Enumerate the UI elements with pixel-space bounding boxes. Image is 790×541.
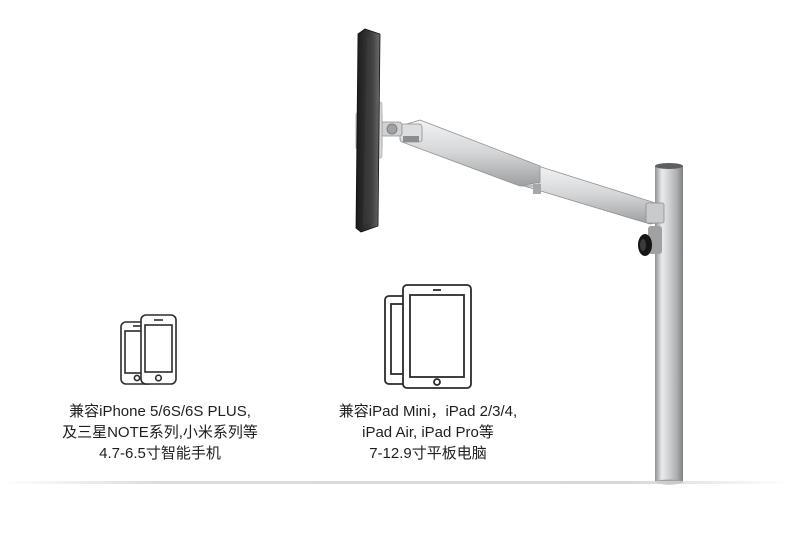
upper-arm <box>399 119 541 187</box>
tablet-compatibility-caption: 兼容iPad Mini，iPad 2/3/4, iPad Air, iPad P… <box>298 401 558 464</box>
phone-compatibility-caption: 兼容iPhone 5/6S/6S PLUS, 及三星NOTE系列,小米系列等 4… <box>30 401 290 464</box>
lower-arm <box>518 165 665 225</box>
tablet-caption-line-2: iPad Air, iPad Pro等 <box>362 424 494 441</box>
tablet-pair-icon <box>384 284 472 389</box>
tilt-joint <box>379 121 403 137</box>
phone-caption-line-3: 4.7-6.5寸智能手机 <box>99 445 221 462</box>
floor-line <box>0 481 790 484</box>
tablet-device <box>355 28 381 233</box>
phone-caption-line-2: 及三星NOTE系列,小米系列等 <box>62 424 258 441</box>
clamp-knob <box>638 226 662 256</box>
phone-caption-line-1: 兼容iPhone 5/6S/6S PLUS, <box>69 403 251 420</box>
smartphone-pair-icon <box>120 314 177 385</box>
tablet-caption-line-3: 7-12.9寸平板电脑 <box>369 445 487 462</box>
tablet-caption-line-1: 兼容iPad Mini，iPad 2/3/4, <box>338 403 518 420</box>
